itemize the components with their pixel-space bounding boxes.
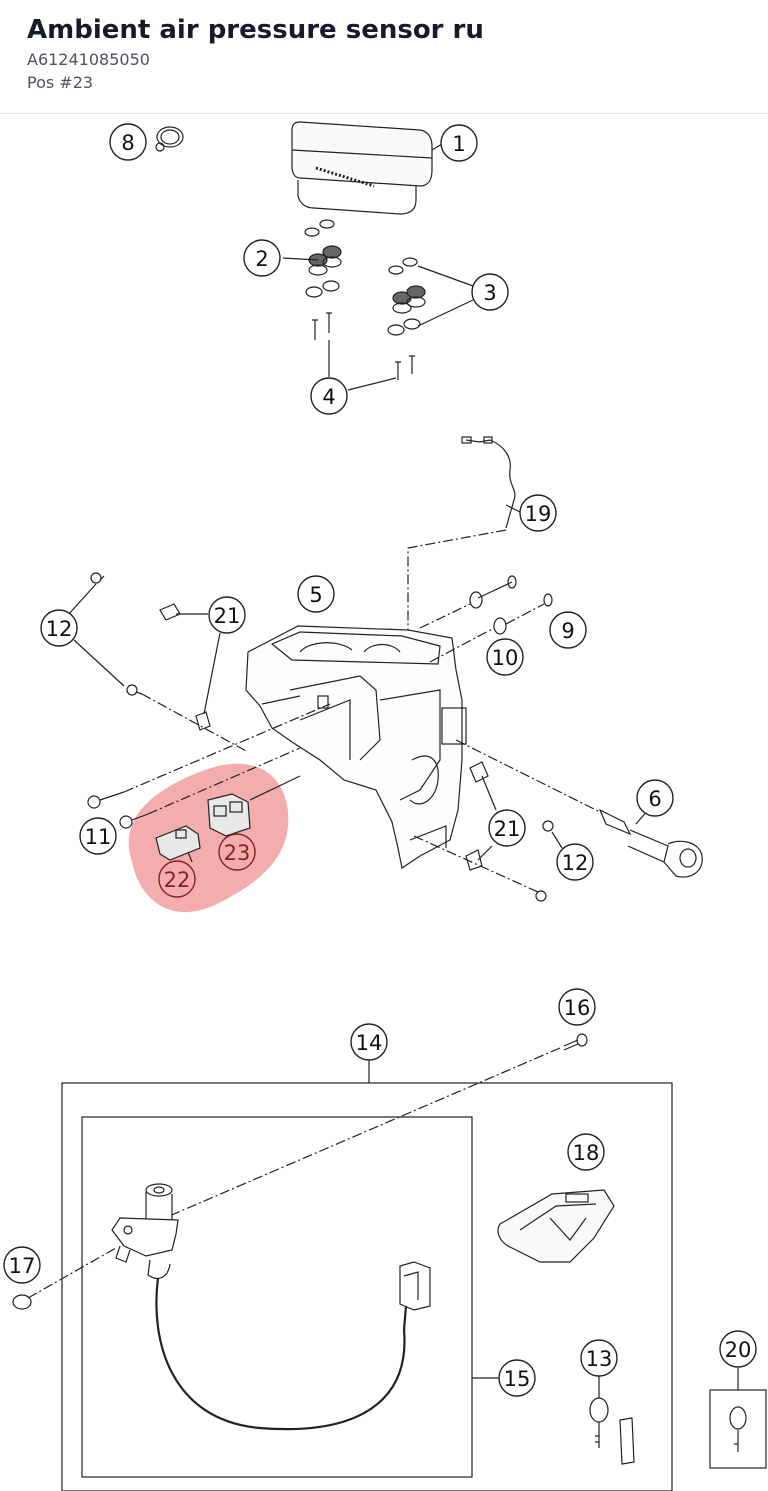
svg-text:14: 14	[356, 1031, 383, 1055]
page-title: Ambient air pressure sensor ru	[27, 15, 484, 45]
callout-3[interactable]: 3	[471, 273, 509, 311]
callout-4[interactable]: 4	[310, 377, 348, 415]
callout-6[interactable]: 6	[636, 779, 674, 817]
svg-text:6: 6	[648, 787, 661, 811]
part-header: Ambient air pressure sensor ru A61241085…	[0, 0, 768, 114]
svg-text:18: 18	[573, 1141, 600, 1165]
lock-cylinder-assembly	[111, 1183, 431, 1431]
svg-text:13: 13	[586, 1347, 613, 1371]
svg-text:21: 21	[214, 604, 241, 628]
highlight-region	[128, 763, 289, 913]
rubber-dampers-left	[304, 219, 342, 298]
callout-11[interactable]: 11	[79, 817, 117, 855]
connector-22	[155, 825, 201, 863]
svg-text:15: 15	[504, 1367, 531, 1391]
screw-set-right	[469, 575, 553, 635]
callout-9[interactable]: 9	[549, 611, 587, 649]
instrument-bracket	[245, 625, 467, 869]
screws-right	[535, 820, 554, 902]
svg-text:16: 16	[564, 996, 591, 1020]
svg-text:22: 22	[164, 868, 191, 892]
bolts	[87, 791, 149, 829]
callout-13[interactable]: 13	[580, 1339, 618, 1377]
callout-8[interactable]: 8	[109, 123, 147, 161]
svg-text:1: 1	[452, 132, 465, 156]
callout-23[interactable]: 23	[218, 833, 256, 871]
position-label: Pos #23	[27, 73, 94, 92]
kit-box-outer	[61, 1082, 673, 1491]
screw-16	[563, 1033, 588, 1051]
callout-10[interactable]: 10	[486, 638, 524, 676]
svg-text:5: 5	[309, 583, 322, 607]
callout-14[interactable]: 14	[350, 1023, 388, 1061]
screws-left	[90, 572, 143, 696]
transponder-fob	[497, 1189, 615, 1263]
callout-12-right[interactable]: 12	[556, 843, 594, 881]
svg-text:2: 2	[255, 247, 268, 271]
svg-text:21: 21	[494, 817, 521, 841]
svg-text:3: 3	[483, 281, 496, 305]
svg-text:19: 19	[525, 502, 552, 526]
callout-21-upper[interactable]: 21	[208, 596, 246, 634]
svg-text:12: 12	[46, 617, 73, 641]
callout-20[interactable]: 20	[719, 1330, 757, 1368]
callout-21-lower[interactable]: 21	[488, 809, 526, 847]
callout-19[interactable]: 19	[519, 494, 557, 532]
svg-text:8: 8	[121, 131, 134, 155]
seal-ring	[12, 1294, 32, 1310]
svg-text:17: 17	[9, 1254, 36, 1278]
callout-2[interactable]: 2	[243, 239, 281, 277]
display-unit	[291, 121, 433, 215]
screws	[312, 312, 415, 380]
keys	[589, 1397, 635, 1465]
svg-text:20: 20	[725, 1338, 752, 1362]
callout-5[interactable]: 5	[297, 575, 335, 613]
callout-15[interactable]: 15	[498, 1359, 536, 1397]
sensor-cable	[461, 436, 516, 529]
callout-22[interactable]: 22	[158, 860, 196, 898]
svg-text:9: 9	[561, 619, 574, 643]
callout-16[interactable]: 16	[558, 988, 596, 1026]
part-number: A61241085050	[27, 50, 150, 69]
callout-12-left[interactable]: 12	[40, 609, 78, 647]
svg-text:23: 23	[224, 841, 251, 865]
key-20	[729, 1406, 747, 1452]
hose-clamp	[155, 126, 184, 152]
svg-text:12: 12	[562, 851, 589, 875]
svg-text:11: 11	[85, 825, 112, 849]
callout-1[interactable]: 1	[440, 124, 478, 162]
svg-text:4: 4	[322, 385, 335, 409]
svg-text:10: 10	[492, 646, 519, 670]
kit-box-inner	[81, 1116, 473, 1478]
callout-18[interactable]: 18	[567, 1133, 605, 1171]
connector-23	[207, 793, 251, 837]
rubber-dampers-right	[387, 257, 426, 336]
ignition-lock	[598, 808, 703, 878]
callout-17[interactable]: 17	[3, 1246, 41, 1284]
